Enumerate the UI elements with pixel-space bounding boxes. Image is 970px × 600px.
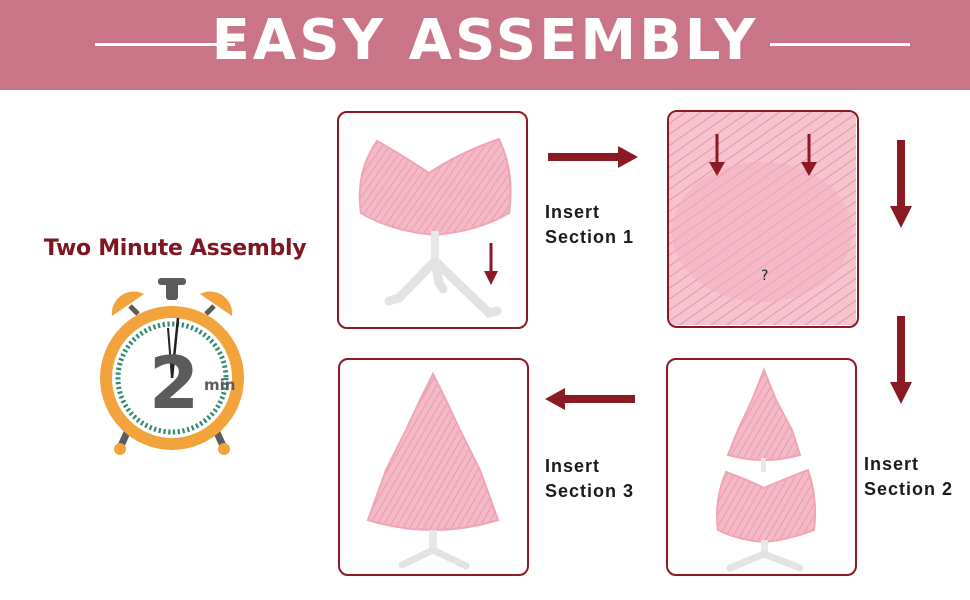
step-label-section-2: Insert Section 2 bbox=[864, 452, 953, 502]
step-label-section-3: Insert Section 3 bbox=[545, 454, 634, 504]
svg-text:?: ? bbox=[761, 268, 768, 284]
step-2-line-1: Insert bbox=[864, 454, 920, 474]
clock-number: 2 bbox=[149, 341, 199, 425]
arrow-right-icon bbox=[548, 146, 638, 168]
step-image-section-3 bbox=[338, 358, 529, 576]
banner-rule-left bbox=[95, 43, 235, 46]
step-3-line-1: Insert bbox=[545, 456, 601, 476]
arrow-down-icon bbox=[890, 316, 912, 404]
step-image-closeup: ? bbox=[667, 110, 859, 328]
banner-title: EASY ASSEMBLY bbox=[211, 8, 759, 73]
step-image-section-1 bbox=[337, 111, 528, 329]
arrow-down-icon bbox=[890, 140, 912, 228]
banner-rule-right bbox=[770, 43, 910, 46]
header-banner: EASY ASSEMBLY bbox=[0, 0, 970, 90]
clock-unit: min bbox=[204, 376, 235, 394]
arrow-left-icon bbox=[545, 388, 635, 410]
clock-icon: 2 min bbox=[92, 276, 252, 461]
step-image-section-2 bbox=[666, 358, 857, 576]
step-1-line-2: Section 1 bbox=[545, 227, 635, 247]
step-1-line-1: Insert bbox=[545, 202, 601, 222]
step-3-line-2: Section 3 bbox=[545, 481, 635, 501]
step-label-section-1: Insert Section 1 bbox=[545, 200, 634, 250]
assembly-subtitle: Two Minute Assembly bbox=[43, 236, 307, 261]
step-2-line-2: Section 2 bbox=[864, 479, 954, 499]
